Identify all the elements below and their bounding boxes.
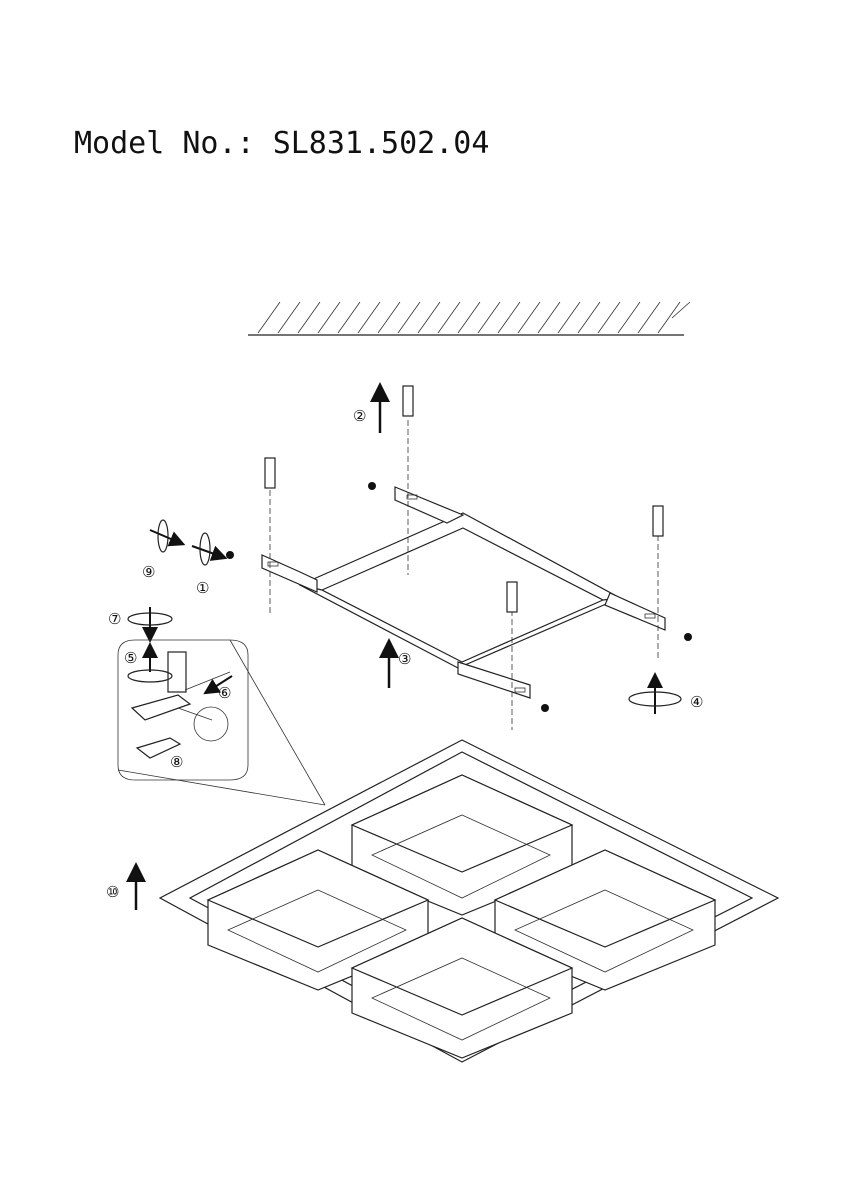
- assembly-arrows: [126, 382, 682, 910]
- step-label-3: ③: [398, 650, 411, 668]
- step-label-1: ①: [196, 579, 209, 597]
- ceiling-hatch: [248, 301, 691, 336]
- step-label-5: ⑤: [124, 649, 137, 667]
- model-title: Model No.: SL831.502.04: [74, 126, 489, 161]
- model-separator: :: [236, 126, 273, 161]
- mounting-bracket: [261, 486, 666, 699]
- wiring-detail-inset: [117, 639, 326, 806]
- model-label: Model No.: [74, 126, 237, 161]
- wall-anchors: [226, 385, 692, 730]
- step-label-9: ⑨: [142, 563, 155, 581]
- step-label-4: ④: [690, 693, 703, 711]
- step-labels: ① ② ③ ④ ⑤ ⑥ ⑦ ⑧ ⑨ ⑩: [106, 407, 703, 901]
- step-label-7: ⑦: [108, 610, 121, 628]
- step-label-2: ②: [353, 407, 366, 425]
- step-label-8: ⑧: [170, 753, 183, 771]
- ceiling-lamp: [158, 739, 780, 1063]
- step-label-10: ⑩: [106, 883, 119, 901]
- step-label-6: ⑥: [218, 684, 231, 702]
- model-number: SL831.502.04: [272, 126, 490, 161]
